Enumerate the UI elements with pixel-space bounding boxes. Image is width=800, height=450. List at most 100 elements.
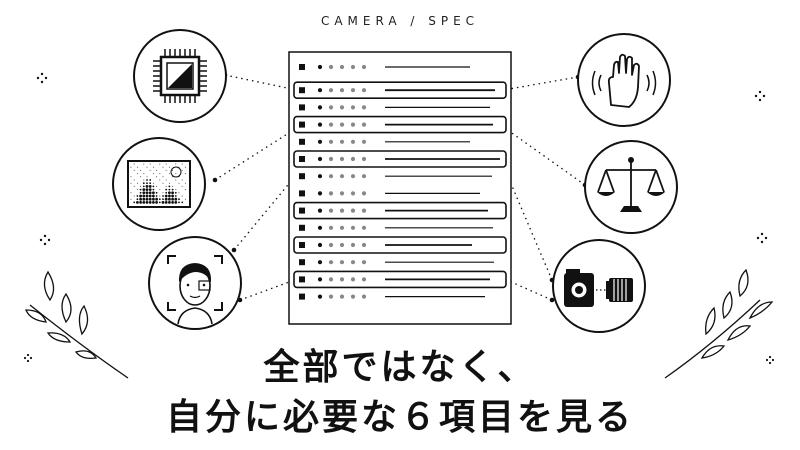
spec-row [293, 201, 507, 220]
spec-row-dot [328, 277, 334, 282]
spec-row-dot [328, 88, 334, 93]
eyebrow-label: CAMERA / SPEC [320, 14, 480, 28]
spec-row [293, 236, 507, 254]
spec-row-dot [361, 242, 367, 248]
spec-row-dot [317, 225, 323, 230]
sparkle-decorations [23, 72, 775, 365]
spec-row-dot [317, 260, 323, 265]
spec-row-dot [339, 260, 345, 265]
spec-row-dot [328, 174, 334, 179]
spec-row-dot [339, 174, 345, 179]
spec-row-dot [350, 294, 356, 299]
spec-row [299, 104, 490, 111]
spec-row-dot [361, 88, 367, 93]
spec-row-dot [361, 64, 367, 70]
face-detection-icon [148, 236, 242, 330]
spec-row-dot [317, 208, 323, 213]
spec-row-dot [328, 242, 334, 248]
spec-row-dot [339, 64, 345, 70]
image-stabilization-hand-icon [577, 33, 671, 127]
spec-row-marker [299, 190, 305, 197]
headline-line-1: 全部ではなく、 [263, 347, 537, 388]
spec-row-dot [350, 122, 356, 127]
spec-row-dot [361, 225, 367, 230]
spec-row-dot [339, 88, 345, 93]
spec-row-dot [350, 225, 356, 230]
spec-row-marker [299, 224, 305, 231]
leaf-sprig-right [664, 268, 774, 379]
spec-row-dot [317, 174, 323, 179]
spec-row [293, 150, 507, 168]
spec-row-marker [299, 242, 305, 248]
spec-row-dot [361, 294, 367, 299]
spec-row [299, 293, 485, 300]
spec-row-dot [328, 208, 334, 213]
spec-row-dot [317, 64, 323, 70]
spec-row [299, 138, 470, 145]
spec-row-dot [361, 122, 367, 127]
connector-stabilization [508, 76, 579, 90]
spec-row [299, 259, 494, 266]
spec-row-marker [299, 87, 305, 94]
spec-row-dot [361, 139, 367, 144]
spec-row-marker [299, 276, 305, 283]
spec-row-dot [339, 105, 345, 110]
spec-row-dot [328, 294, 334, 299]
spec-row-dot [328, 260, 334, 265]
spec-row [293, 270, 507, 289]
spec-row-dot [350, 277, 356, 282]
spec-row [299, 190, 480, 197]
spec-row-dot [328, 191, 334, 196]
image-quality-icon [112, 137, 206, 231]
spec-row-dot [361, 174, 367, 179]
connector-sensor [224, 74, 293, 90]
spec-row-dot [317, 156, 323, 162]
spec-row-dot [317, 139, 323, 144]
spec-row [299, 64, 470, 70]
spec-row [299, 224, 493, 231]
spec-row-dot [350, 88, 356, 93]
spec-row [293, 115, 507, 134]
spec-row-marker [299, 173, 305, 180]
headline-line-2: 自分に必要な６項目を見る [165, 397, 634, 438]
spec-row-dot [328, 64, 334, 70]
spec-row-marker [299, 259, 305, 266]
spec-row-dot [339, 294, 345, 299]
balance-scale-icon [584, 140, 678, 234]
spec-row-dot [339, 208, 345, 213]
spec-row-dot [350, 191, 356, 196]
spec-row-dot [328, 156, 334, 162]
spec-row-dot [339, 242, 345, 248]
spec-row-dot [361, 105, 367, 110]
spec-row-dot [317, 294, 323, 299]
spec-row-dot [350, 242, 356, 248]
spec-row-dot [350, 156, 356, 162]
spec-row-dot [339, 191, 345, 196]
spec-row-dot [361, 191, 367, 196]
spec-row-dot [350, 208, 356, 213]
spec-row-dot [350, 139, 356, 144]
spec-row-dot [350, 64, 356, 70]
spec-row [293, 81, 507, 99]
spec-row-marker [299, 138, 305, 145]
spec-row-dot [361, 208, 367, 213]
spec-row-dot [361, 260, 367, 265]
spec-row-marker [299, 121, 305, 128]
spec-row-marker [299, 293, 305, 300]
spec-row-dot [328, 225, 334, 230]
spec-row-dot [339, 156, 345, 162]
connector-balance [508, 130, 586, 186]
spec-row-dot [339, 277, 345, 282]
spec-row-dot [317, 242, 323, 248]
connector-face [239, 280, 293, 301]
spec-row [299, 173, 492, 180]
spec-row-dot [350, 105, 356, 110]
spec-row-dot [317, 122, 323, 127]
spec-row-marker [299, 104, 305, 111]
spec-row-dot [328, 122, 334, 127]
spec-row-dot [339, 139, 345, 144]
spec-row-dot [350, 174, 356, 179]
spec-row-marker [299, 64, 305, 70]
